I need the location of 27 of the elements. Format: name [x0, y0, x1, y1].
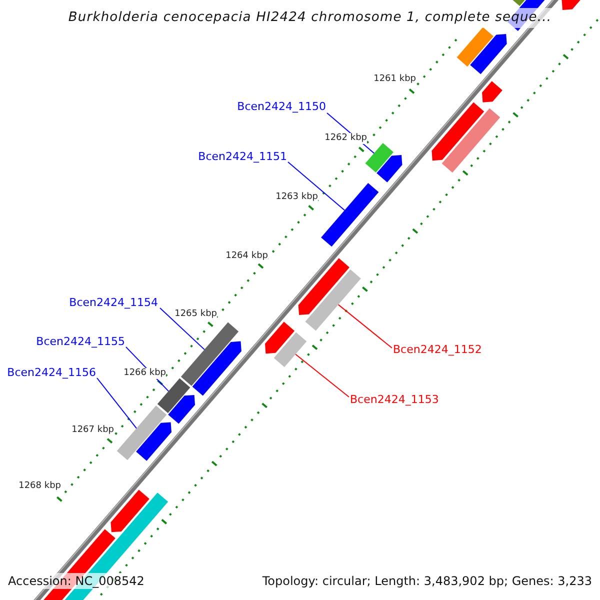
gene-bar: [365, 142, 394, 173]
leader-line: [288, 162, 346, 211]
gene-label: Bcen2424_1151: [198, 150, 287, 164]
gene-bar: [157, 378, 190, 414]
gene-bar: [321, 183, 379, 247]
gene-label: Bcen2424_1155: [36, 335, 125, 349]
gene-bar: [116, 406, 167, 460]
tick-label: 1264 kbp: [226, 251, 268, 262]
gene-label: Bcen2424_1150: [237, 100, 326, 114]
gene-bar: [180, 322, 239, 386]
topology-note: Topology: circular; Length: 3,483,902 bp; Genes: 3,233: [262, 573, 592, 589]
gene-bar: [274, 332, 307, 368]
tick-label: 1266 kbp: [124, 368, 166, 379]
gene-label: Bcen2424_1156: [7, 366, 96, 380]
gene-label: Bcen2424_1152: [393, 343, 482, 357]
accession-note: Accession: NC_008542: [8, 573, 144, 589]
tick-label: 1268 kbp: [18, 481, 61, 492]
gene-bar: [305, 269, 361, 331]
tick-label: 1261 kbp: [374, 74, 416, 85]
tick-label: 1262 kbp: [324, 133, 367, 144]
tick-label: 1265 kbp: [174, 309, 217, 320]
gene-label: Bcen2424_1153: [350, 393, 439, 407]
leader-line: [96, 378, 137, 429]
gene-label: Bcen2424_1154: [69, 296, 158, 310]
tick-label: 1263 kbp: [276, 192, 318, 203]
leader-line: [338, 304, 392, 348]
tick-label: 1267 kbp: [72, 425, 114, 436]
